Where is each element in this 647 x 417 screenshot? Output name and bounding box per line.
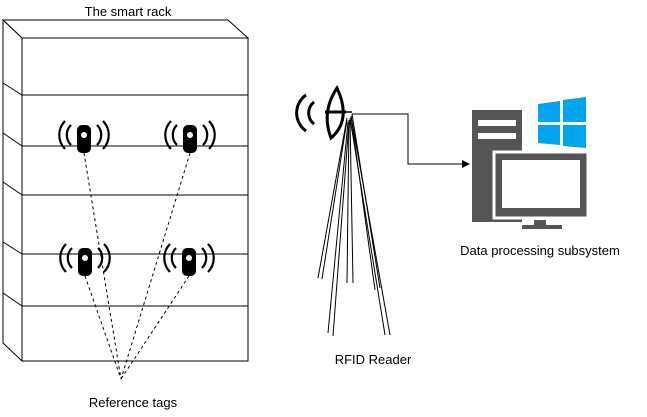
tag-pointer-line	[120, 275, 190, 380]
tag-pointer-line	[84, 275, 122, 380]
computer-icon	[472, 110, 590, 229]
tag-pointer-line	[83, 152, 122, 380]
reader-to-computer-connector	[352, 113, 470, 168]
rack-shelf-side	[2, 132, 23, 147]
beam-line	[346, 119, 350, 284]
rack-title: The smart rack	[85, 4, 172, 19]
reference-tags-label: Reference tags	[89, 395, 178, 410]
rack-shelf-side	[2, 181, 23, 196]
rack-side-face	[2, 18, 23, 363]
rack-top-face	[1, 19, 250, 39]
tag-pointer-lines	[83, 152, 191, 380]
beam-line	[332, 121, 350, 337]
beam-line	[351, 113, 381, 289]
beam-line	[317, 117, 348, 279]
rack-shelf-side	[2, 241, 23, 255]
reader-beam-lines	[317, 113, 391, 337]
beam-line	[349, 117, 386, 336]
data-processing-subsystem-label: Data processing subsystem	[460, 243, 620, 258]
beam-line	[327, 121, 349, 334]
smart-rack	[1, 18, 250, 363]
rfid-reader-label: RFID Reader	[335, 352, 412, 367]
rack-shelf-side	[2, 292, 23, 307]
windows-logo-icon	[538, 97, 586, 148]
rack-front-face	[21, 37, 249, 362]
beam-line	[349, 117, 354, 284]
beam-line	[350, 115, 376, 291]
beam-line	[350, 115, 391, 336]
rfid-reader-antenna-icon	[295, 84, 352, 141]
beam-line	[321, 119, 348, 280]
rack-shelf-side	[2, 82, 23, 96]
